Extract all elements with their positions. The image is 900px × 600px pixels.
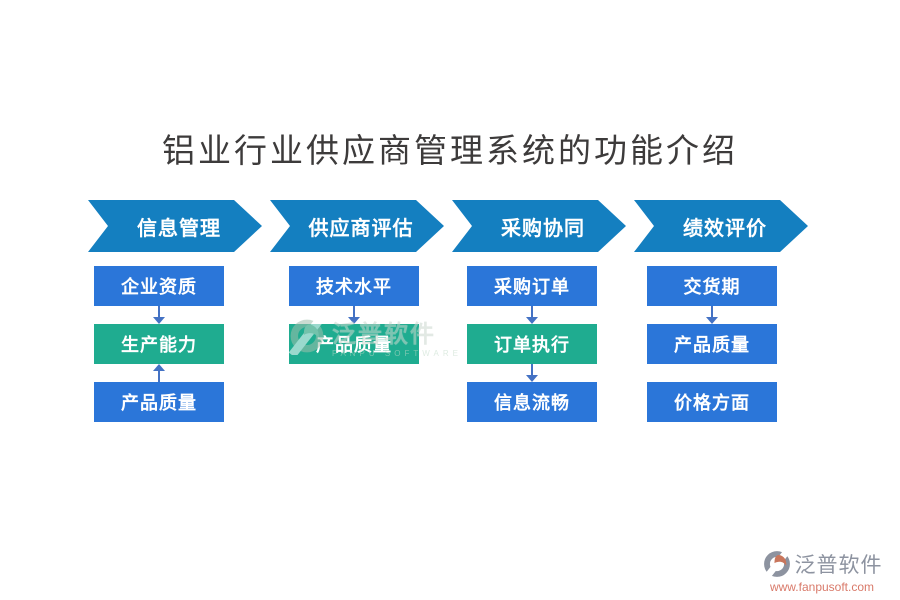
chevron-header-performance-evaluation: 绩效评价 — [634, 200, 808, 252]
flow-box: 交货期 — [647, 266, 777, 306]
arrow-down-icon — [525, 306, 539, 324]
chevron-header-procurement-collaboration: 采购协同 — [452, 200, 626, 252]
arrow-down-icon — [347, 306, 361, 324]
flow-box: 信息流畅 — [467, 382, 597, 422]
vendor-url: www.fanpusoft.com — [769, 580, 875, 594]
flow-box: 采购订单 — [467, 266, 597, 306]
chevron-header-info-management: 信息管理 — [88, 200, 262, 252]
flow-box: 企业资质 — [94, 266, 224, 306]
flow-column-supplier-evaluation: 技术水平 产品质量 — [289, 266, 419, 364]
vendor-logo: 泛普软件 www.fanpusoft.com — [752, 549, 892, 594]
vendor-name: 泛普软件 — [794, 553, 883, 577]
box-gap-spacer — [705, 364, 719, 382]
flow-box: 订单执行 — [467, 324, 597, 364]
flow-column-info-management: 企业资质 生产能力 产品质量 — [94, 266, 224, 422]
fanpu-logo-icon — [762, 549, 791, 579]
diagram-title: 铝业行业供应商管理系统的功能介绍 — [162, 134, 738, 170]
arrow-down-icon — [152, 306, 166, 324]
flow-column-performance-evaluation: 交货期 产品质量 价格方面 — [647, 266, 777, 422]
flow-box: 产品质量 — [289, 324, 419, 364]
flow-box: 价格方面 — [647, 382, 777, 422]
flow-column-procurement-collaboration: 采购订单 订单执行 信息流畅 — [467, 266, 597, 422]
chevron-header-supplier-evaluation: 供应商评估 — [270, 200, 444, 252]
flow-box: 产品质量 — [94, 382, 224, 422]
flow-box: 技术水平 — [289, 266, 419, 306]
flow-box: 产品质量 — [647, 324, 777, 364]
arrow-up-icon — [152, 364, 166, 382]
process-header-row: 信息管理 供应商评估 采购协同 绩效评价 — [88, 200, 808, 252]
arrow-down-icon — [525, 364, 539, 382]
arrow-down-icon — [705, 306, 719, 324]
flow-box: 生产能力 — [94, 324, 224, 364]
